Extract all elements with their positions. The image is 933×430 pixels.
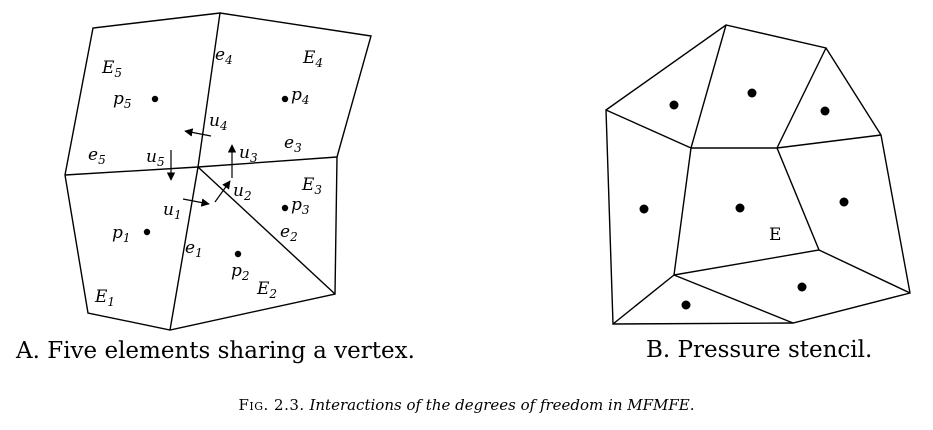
label-e5: e5 xyxy=(88,145,106,167)
label-p1: p1 xyxy=(112,223,131,245)
edge-e5 xyxy=(64,166,199,176)
stencil-edge xyxy=(612,274,675,325)
label-E3: E3 xyxy=(301,175,322,197)
stencil-point xyxy=(820,106,830,116)
label-p4: p4 xyxy=(291,85,310,107)
stencil-point xyxy=(669,100,679,110)
stencil-point xyxy=(639,204,649,214)
pressure-point-p5 xyxy=(151,95,159,103)
figure-caption: Fig. 2.3. Interactions of the degrees of… xyxy=(0,396,933,414)
label-e4: e4 xyxy=(215,45,233,67)
caption-diagram-a: A. Five elements sharing a vertex. xyxy=(16,338,415,364)
label-u4: u4 xyxy=(209,111,228,133)
edge-e3 xyxy=(197,156,338,168)
label-u2: u2 xyxy=(233,181,252,203)
pressure-points-a xyxy=(143,95,289,258)
stencil-point xyxy=(839,197,849,207)
label-e1: e1 xyxy=(185,238,203,260)
caption-diagram-b: B. Pressure stencil. xyxy=(646,337,873,363)
stencil-edge xyxy=(776,47,827,149)
edge-e1 xyxy=(169,166,199,331)
stencil-edge xyxy=(673,274,794,324)
stencil-point xyxy=(681,300,691,310)
label-p5: p5 xyxy=(113,89,132,111)
stencil-edge xyxy=(818,249,911,294)
velocity-arrows xyxy=(166,128,237,207)
edge-e2 xyxy=(197,166,336,295)
stencil-point-center xyxy=(735,203,745,213)
figure-caption-text: Interactions of the degrees of freedom i… xyxy=(309,396,695,414)
label-u3: u3 xyxy=(239,143,258,165)
stencil-point xyxy=(797,282,807,292)
diagram-a xyxy=(64,12,372,331)
label-E2: E2 xyxy=(256,279,277,301)
label-E5: E5 xyxy=(101,58,122,80)
arrow-u4 xyxy=(184,128,212,137)
pressure-point-p3 xyxy=(281,204,289,212)
center-element-e xyxy=(673,147,820,276)
edge-e4 xyxy=(197,12,221,168)
stencil-edge xyxy=(605,109,692,149)
pressure-points-b xyxy=(639,88,849,310)
pressure-point-p2 xyxy=(234,250,242,258)
label-center-element: E xyxy=(769,225,781,245)
label-u5: u5 xyxy=(146,147,165,169)
stencil-point xyxy=(747,88,757,98)
diagram-b xyxy=(605,24,911,325)
pressure-point-p1 xyxy=(143,228,151,236)
label-E4: E4 xyxy=(302,48,323,70)
stencil-edge xyxy=(776,134,882,149)
stencil-edge xyxy=(690,24,727,149)
label-p2: p2 xyxy=(231,261,250,283)
figure-caption-label: Fig. 2.3. xyxy=(238,396,305,414)
label-e2: e2 xyxy=(280,222,298,244)
pressure-point-p4 xyxy=(281,95,289,103)
stencil-outline xyxy=(605,24,911,325)
label-E1: E1 xyxy=(94,287,115,309)
label-p3: p3 xyxy=(291,195,310,217)
label-e3: e3 xyxy=(284,133,302,155)
label-u1: u1 xyxy=(163,200,182,222)
arrow-u2 xyxy=(214,180,231,203)
arrow-u1 xyxy=(182,198,210,207)
